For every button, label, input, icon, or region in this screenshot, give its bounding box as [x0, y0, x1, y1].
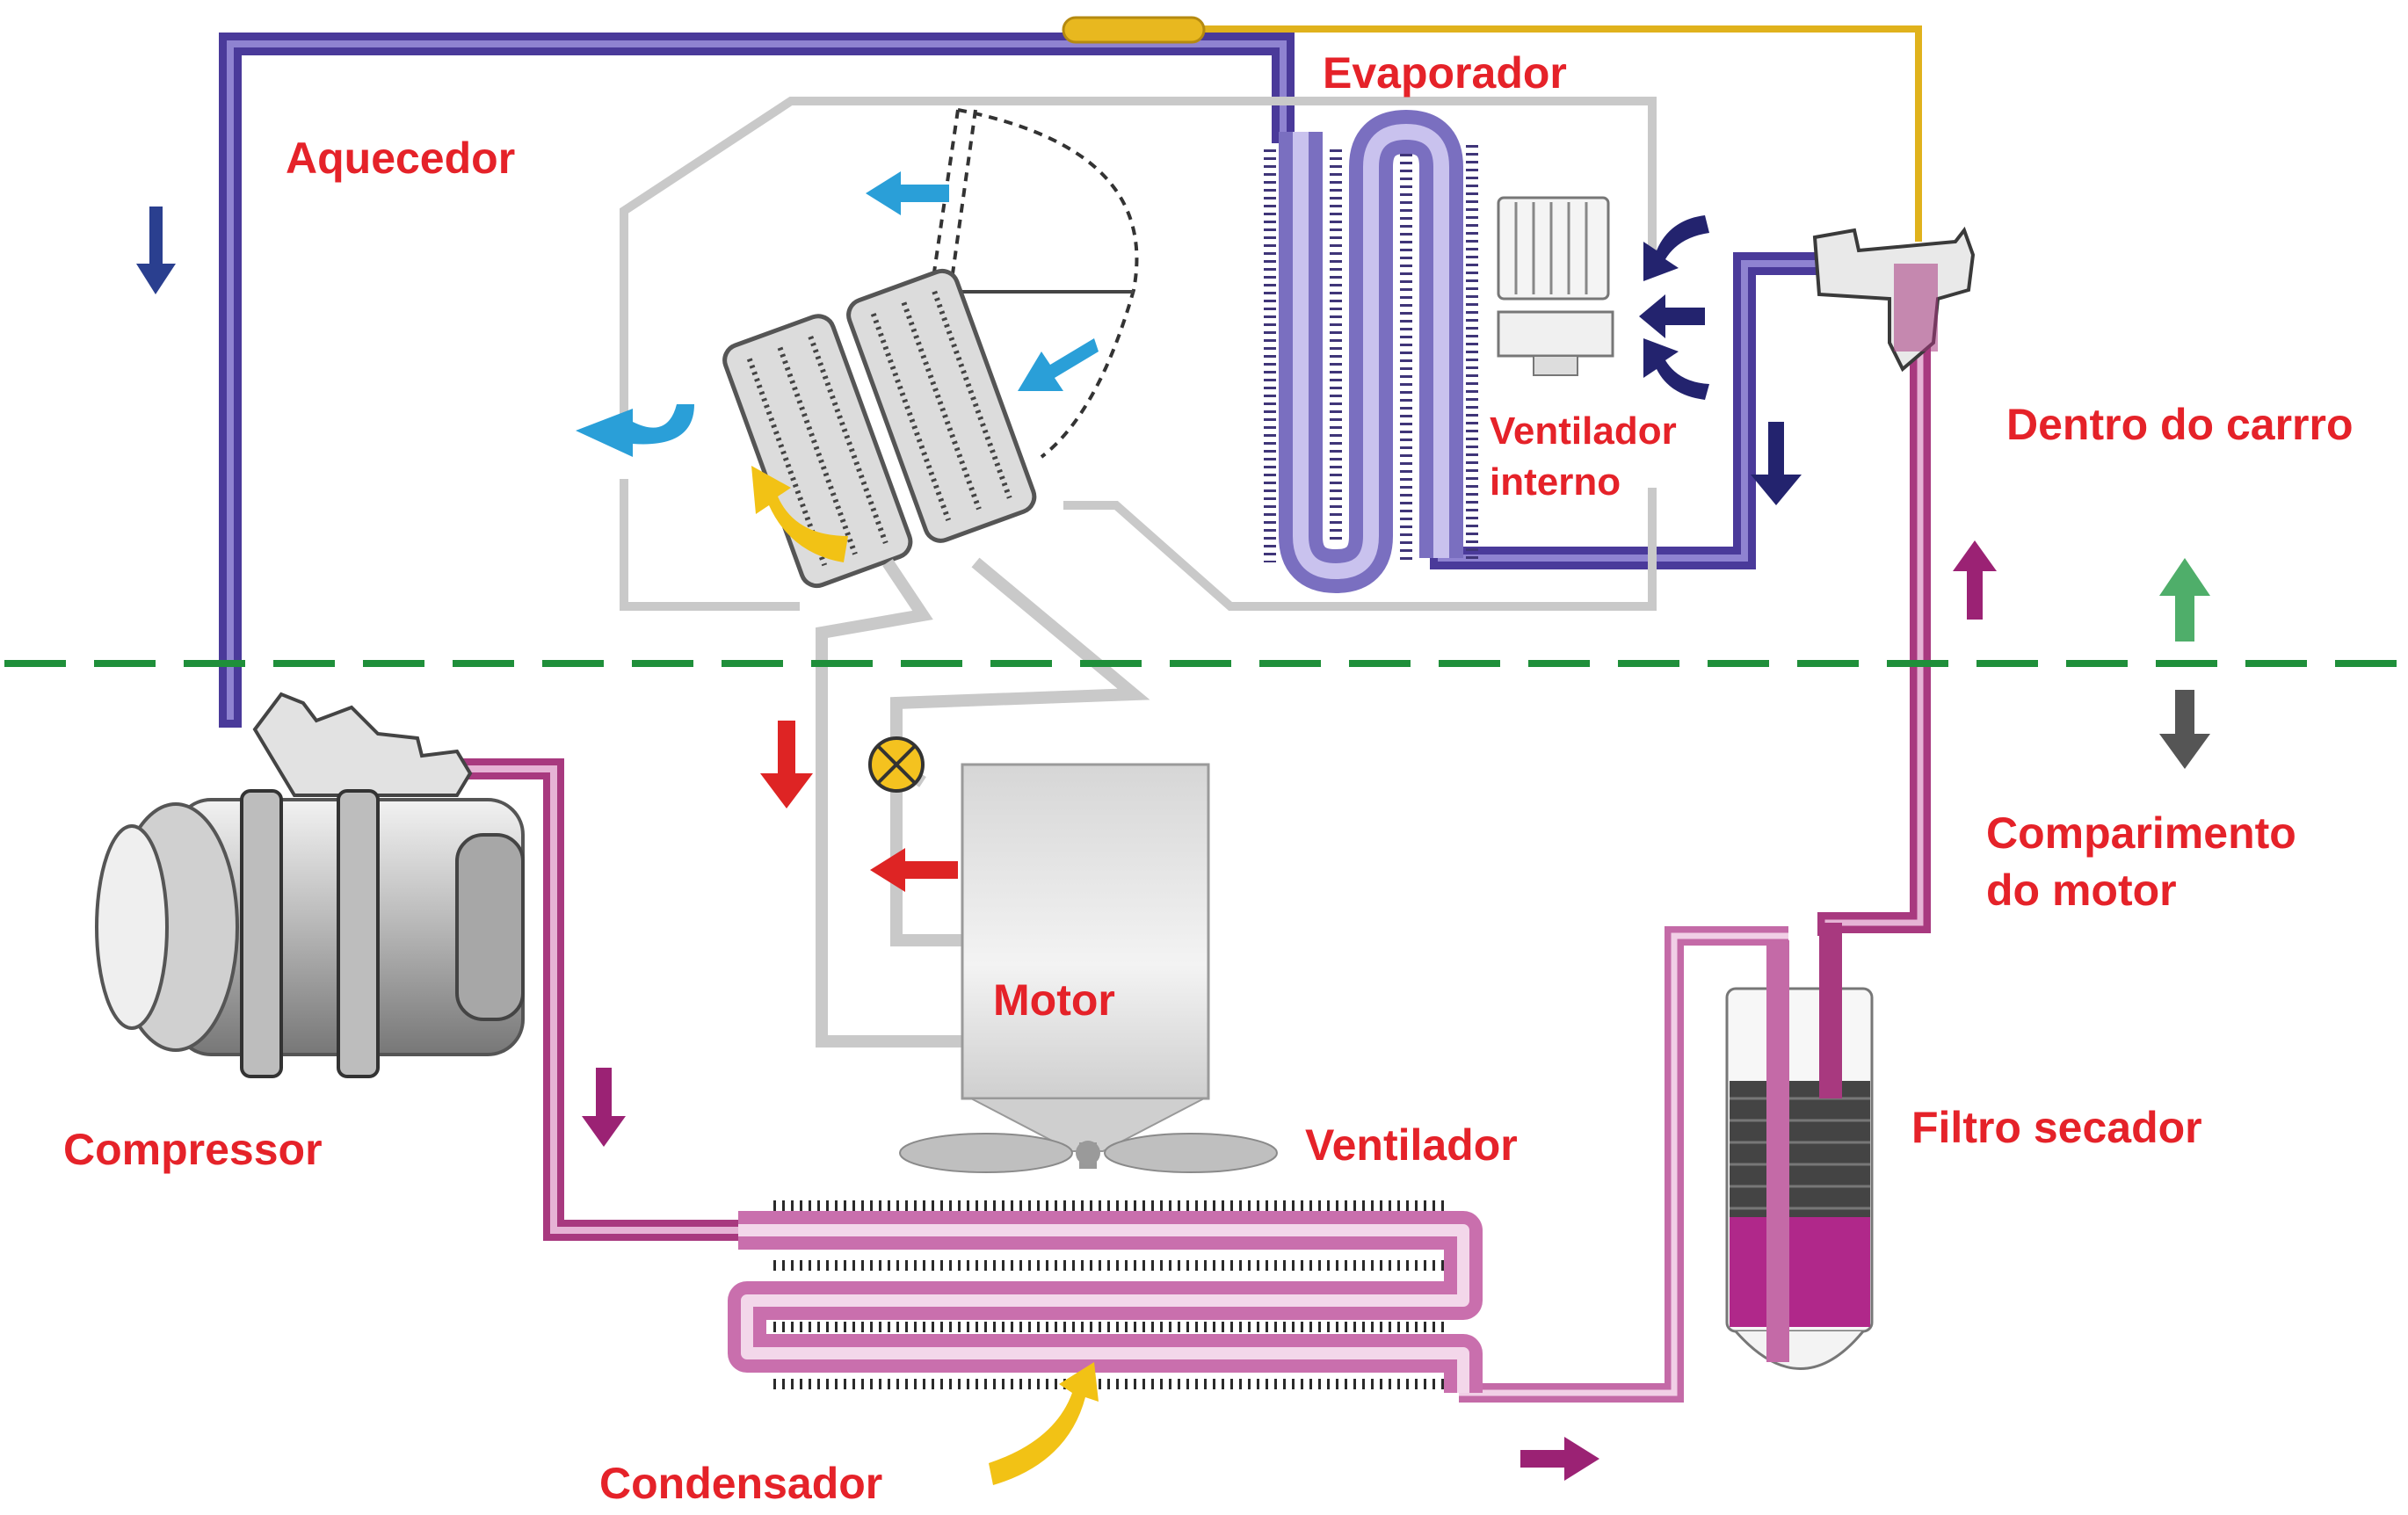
- suction-line-highlight: [227, 40, 1287, 720]
- engine-fan: [899, 1133, 1278, 1173]
- arrow-yellow-condenser: [989, 1362, 1099, 1485]
- expansion-valve: [1812, 226, 1976, 373]
- receiver-drier: [1725, 923, 1874, 1370]
- label-comparimento-2: do motor: [1986, 866, 2177, 915]
- arrow-navy-2: [1639, 294, 1705, 338]
- blower-fan: [1497, 196, 1614, 376]
- label-motor: Motor: [993, 975, 1115, 1025]
- arrow-left-blue: [866, 171, 949, 215]
- sensor-bulb: [1062, 16, 1206, 44]
- label-compressor: Compressor: [63, 1125, 323, 1174]
- arrow-up-magenta: [1953, 540, 1997, 620]
- flow-arrows: [136, 171, 2210, 1485]
- label-ventilador-interno-1: Ventilador: [1490, 410, 1677, 453]
- blend-door: [930, 108, 1139, 459]
- heater-core: [722, 268, 1037, 589]
- arrow-down-magenta: [582, 1068, 626, 1147]
- hvac-housing: [620, 97, 1657, 611]
- arrow-yellow-heater: [751, 466, 848, 562]
- label-aquecedor: Aquecedor: [286, 134, 515, 183]
- sensor-line: [1062, 16, 1922, 242]
- compressor: [95, 692, 525, 1078]
- label-ventilador-interno-2: interno: [1490, 460, 1621, 504]
- evaporator-core: [1264, 109, 1478, 594]
- label-dentro-do-carro: Dentro do carrro: [2006, 400, 2354, 449]
- liquid-line: [1817, 281, 1931, 936]
- arrow-navy-1: [1643, 215, 1709, 281]
- arrow-down-red: [760, 721, 813, 808]
- label-evaporador: Evaporador: [1323, 48, 1567, 98]
- arrow-up-green: [2159, 558, 2210, 642]
- discharge-line-highlight: [457, 765, 738, 1234]
- arrow-out-blue: [576, 404, 694, 457]
- condenser-outlet-highlight: [1459, 932, 1788, 1396]
- liquid-line-highlight: [1824, 281, 1924, 936]
- arrow-left-red: [870, 848, 958, 892]
- label-comparimento-1: Comparimento: [1986, 808, 2296, 858]
- label-condensador: Condensador: [599, 1459, 882, 1508]
- thermostat-valve: [868, 736, 925, 793]
- engine: [961, 763, 1210, 1169]
- condenser: [728, 1200, 1483, 1393]
- label-filtro-secador: Filtro secador: [1911, 1103, 2202, 1152]
- arrow-diag-blue: [1018, 338, 1099, 391]
- arrow-navy-3: [1643, 338, 1709, 400]
- arrow-down-gray: [2159, 690, 2210, 769]
- arrow-down-navy-right: [1751, 422, 1802, 505]
- arrow-right-magenta: [1520, 1437, 1599, 1481]
- labels: Evaporador Aquecedor Ventilador interno …: [63, 48, 2354, 1508]
- arrow-down-navy: [136, 207, 176, 294]
- label-ventilador: Ventilador: [1305, 1120, 1518, 1170]
